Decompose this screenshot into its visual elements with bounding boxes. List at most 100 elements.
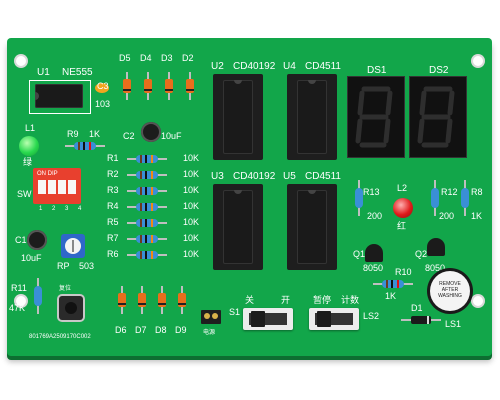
ls1-label: LS1 — [445, 319, 462, 329]
dip-on-label: ON DIP — [37, 171, 58, 177]
resistor — [127, 235, 167, 243]
d5-label: D5 — [119, 53, 131, 63]
resistor-ref: R2 — [107, 169, 119, 179]
r8-value: 1K — [471, 211, 483, 221]
r11-value: 47K — [9, 303, 26, 313]
r12-value: 200 — [439, 211, 455, 221]
u1-label: U1 — [37, 67, 50, 78]
mounting-hole-top-right — [473, 56, 483, 66]
q2-label: Q2 — [415, 249, 428, 259]
resistor-value: 10K — [183, 185, 200, 195]
d3-diode — [164, 72, 174, 100]
r13-resistor — [355, 180, 363, 216]
resistor-row: R4 10K — [107, 200, 203, 214]
resistor-row: R3 10K — [107, 184, 203, 198]
u5-label: U5 — [283, 171, 296, 182]
ds1-label: DS1 — [367, 65, 387, 76]
ls2-slide-switch[interactable] — [309, 308, 359, 330]
d1-label: D1 — [411, 303, 423, 313]
resistor-ref: R1 — [107, 153, 119, 163]
u3-ic-chip — [223, 190, 253, 264]
d4-diode — [143, 72, 153, 100]
d2-label: D2 — [182, 53, 194, 63]
d7-label: D7 — [135, 325, 147, 335]
r11-resistor — [34, 278, 42, 314]
l1-color-label: 绿 — [23, 157, 33, 167]
resistor — [127, 155, 167, 163]
c2-value: 10uF — [161, 131, 182, 141]
q1-transistor — [365, 244, 383, 262]
d3-label: D3 — [161, 53, 173, 63]
c1-label: C1 — [15, 235, 27, 245]
dip-numbers: 1 2 3 4 — [39, 206, 86, 212]
r8-label: R8 — [471, 187, 483, 197]
c3-value: 103 — [95, 99, 111, 109]
resistor — [127, 187, 167, 195]
ds2-segments-icon — [417, 86, 455, 148]
resistor-ref: R7 — [107, 233, 119, 243]
s1-slide-switch[interactable] — [243, 308, 293, 330]
u4-ic-chip — [297, 80, 327, 154]
resistor — [127, 219, 167, 227]
dip-switch[interactable]: ON DIP — [33, 168, 81, 204]
power-header — [201, 310, 221, 324]
r12-label: R12 — [441, 187, 458, 197]
board-code: 801769A2509170C002 — [29, 334, 91, 340]
resistor-row: R5 10K — [107, 216, 203, 230]
resistor-ref: R4 — [107, 201, 119, 211]
d8-diode — [157, 286, 167, 314]
rp-potentiometer[interactable] — [61, 234, 85, 258]
d6-diode — [117, 286, 127, 314]
r12-resistor — [431, 180, 439, 216]
resistor-value: 10K — [183, 153, 200, 163]
resistor — [127, 203, 167, 211]
c2-label: C2 — [123, 131, 135, 141]
q1-value: 8050 — [363, 263, 384, 273]
buzzer-text-line2: AFTER — [441, 287, 459, 293]
r10-label: R10 — [395, 267, 412, 277]
resistor-row: R6 10K — [107, 248, 203, 262]
u4-part-label: CD4511 — [305, 61, 341, 72]
resistor-row: R1 10K — [107, 152, 203, 166]
d7-diode — [137, 286, 147, 314]
ne555-chip — [35, 84, 83, 108]
s1-off-label: 关 — [245, 295, 255, 305]
resistor — [127, 171, 167, 179]
r9-resistor — [65, 142, 105, 150]
resistor — [127, 251, 167, 259]
d1-diode — [401, 316, 441, 324]
resistor-value: 10K — [183, 169, 200, 179]
ls2-pause-label: 暂停 — [313, 295, 332, 305]
u3-label: U3 — [211, 171, 224, 182]
c3-label: C3 — [97, 81, 109, 91]
resistor-ref: R3 — [107, 185, 119, 195]
d8-label: D8 — [155, 325, 167, 335]
u2-ic-chip — [223, 80, 253, 154]
r10-value: 1K — [385, 291, 397, 301]
r13-label: R13 — [363, 187, 380, 197]
u2-part-label: CD40192 — [233, 61, 276, 72]
l2-red-led — [393, 198, 413, 218]
r13-value: 200 — [367, 211, 383, 221]
r10-resistor — [373, 280, 413, 288]
rp-label: RP — [57, 261, 70, 271]
c3-ceramic-capacitor — [95, 83, 109, 93]
d6-label: D6 — [115, 325, 127, 335]
d4-label: D4 — [140, 53, 152, 63]
c1-value: 10uF — [21, 253, 42, 263]
d9-label: D9 — [175, 325, 187, 335]
reset-push-button[interactable] — [59, 296, 83, 320]
resistor-value: 10K — [183, 217, 200, 227]
mounting-hole-bottom-right — [473, 296, 483, 306]
ds2-seven-segment-display — [409, 76, 467, 158]
buzzer: REMOVE AFTER WASHING — [427, 268, 473, 314]
d9-diode — [177, 286, 187, 314]
l2-color-label: 红 — [397, 221, 407, 231]
pcb-board: U1 NE555 C3 103 L1 绿 R9 1K SW ON DIP 1 2… — [7, 38, 492, 356]
ls2-label: LS2 — [363, 311, 380, 321]
u3-part-label: CD40192 — [233, 171, 276, 182]
ds1-segments-icon — [355, 86, 393, 148]
resistor-ref: R5 — [107, 217, 119, 227]
r11-label: R11 — [11, 283, 27, 293]
ds2-label: DS2 — [429, 65, 449, 76]
